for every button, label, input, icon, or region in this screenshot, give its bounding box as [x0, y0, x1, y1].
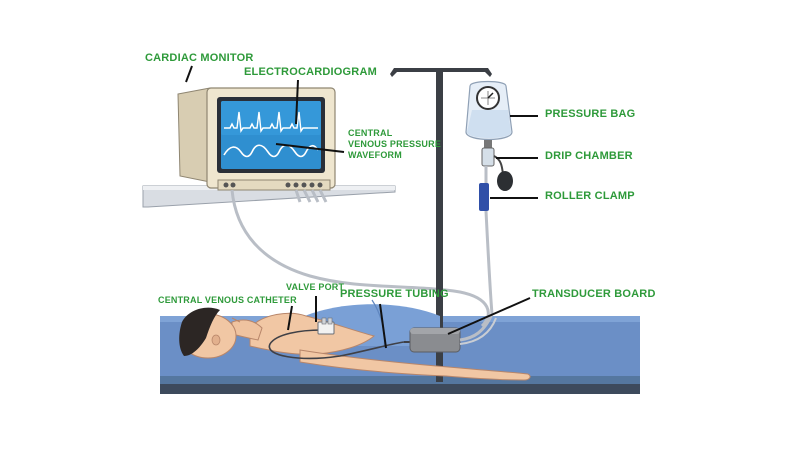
drip-chamber-icon	[481, 140, 513, 191]
iv-pole-icon	[390, 68, 492, 382]
tubing-lines	[484, 166, 494, 315]
pointer-electrocardiogram	[295, 79, 299, 125]
catheter-line	[268, 329, 405, 360]
pointer-central-venous-catheter	[287, 305, 293, 331]
cardiac-monitor-icon	[177, 87, 336, 191]
label-drip-chamber: DRIP CHAMBER	[545, 150, 633, 162]
label-cvp-line3: WAVEFORM	[348, 150, 402, 160]
pointer-cardiac-monitor	[185, 65, 193, 83]
label-transducer-board: TRANSDUCER BOARD	[532, 288, 656, 300]
label-cvp-waveform: CENTRAL VENOUS PRESSURE WAVEFORM	[348, 128, 441, 161]
valve-port-icon	[317, 317, 335, 335]
roller-clamp-icon	[479, 183, 489, 211]
label-valve-port: VALVE PORT	[286, 282, 345, 292]
monitor-cables	[230, 189, 490, 328]
ecg-trace	[224, 111, 318, 134]
cvp-waveform	[223, 144, 319, 158]
label-pressure-tubing: PRESSURE TUBING	[340, 288, 449, 300]
transducer-board-icon	[404, 313, 497, 353]
label-cvp-line2: VENOUS PRESSURE	[348, 139, 442, 149]
label-central-venous-catheter: CENTRAL VENOUS CATHETER	[158, 295, 297, 305]
pointer-pressure-tubing	[379, 303, 387, 349]
pointer-cvp-waveform	[275, 143, 345, 153]
pressure-bag-icon	[465, 80, 513, 141]
label-cardiac-monitor: CARDIAC MONITOR	[145, 52, 254, 64]
label-roller-clamp: ROLLER CLAMP	[545, 190, 635, 202]
pointer-transducer-board	[447, 297, 531, 335]
pointer-lines	[185, 65, 538, 349]
label-cvp-line1: CENTRAL	[348, 128, 393, 138]
patient-icon	[179, 299, 531, 381]
label-pressure-bag: PRESSURE BAG	[545, 108, 636, 120]
label-electrocardiogram: ELECTROCARDIOGRAM	[244, 66, 377, 78]
